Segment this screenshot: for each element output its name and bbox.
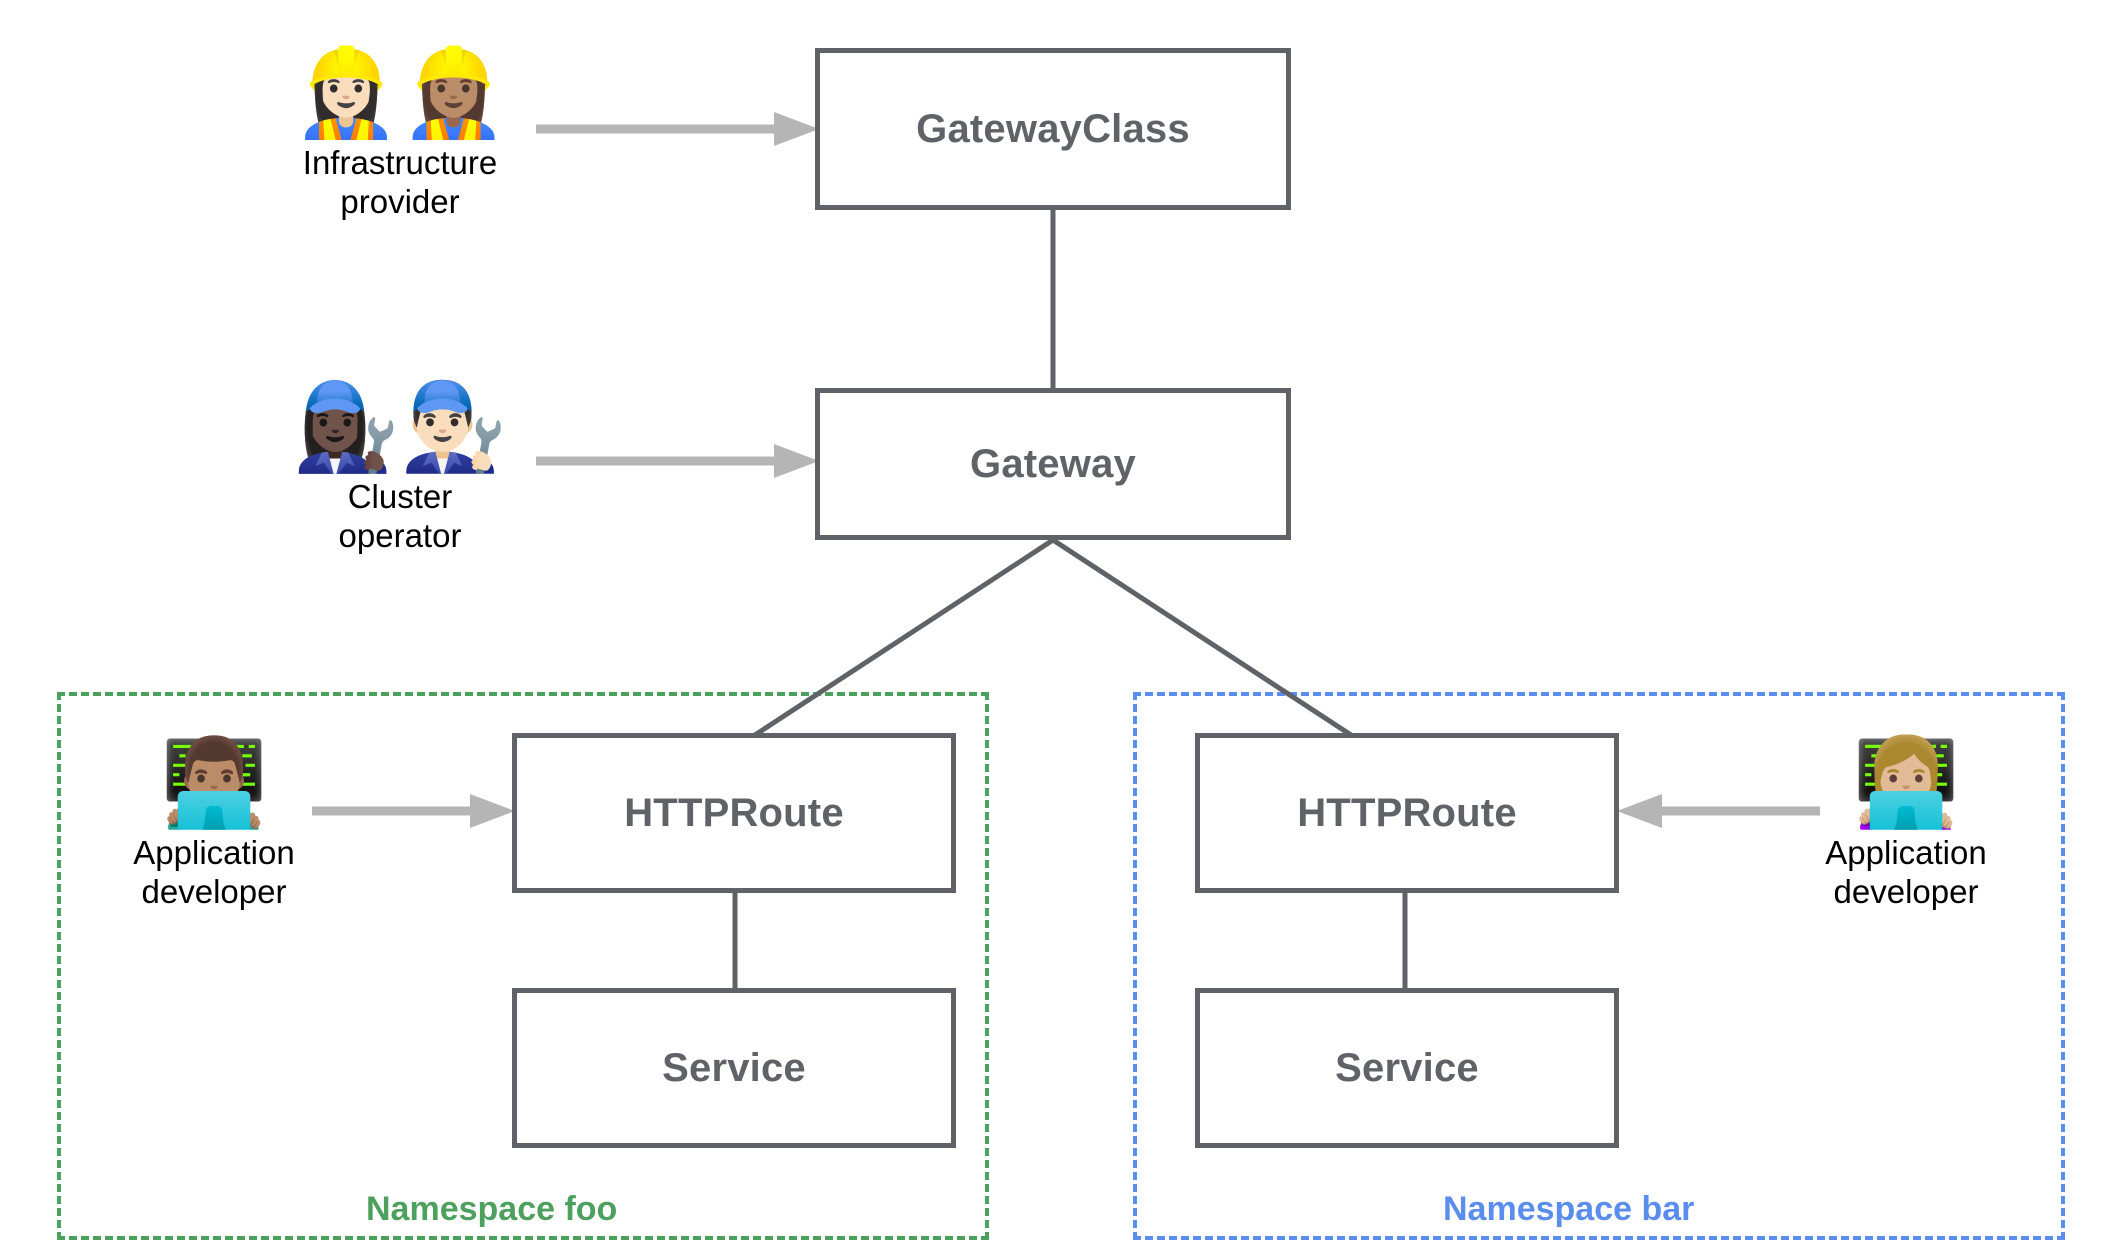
gateway-box[interactable]: Gateway	[815, 388, 1291, 540]
persona-infrastructure-provider-label: Infrastructure provider	[302, 144, 498, 221]
service-bar-label: Service	[1335, 1045, 1479, 1090]
gateway-label: Gateway	[970, 441, 1136, 486]
mechanic-icon: 👩🏿‍🔧👨🏻‍🔧	[292, 377, 508, 477]
arrow-cluster-operator-to-gateway	[536, 444, 819, 478]
persona-application-developer-bar: 👩🏼‍💻 Application developer	[1800, 738, 2012, 912]
arrow-infrastructure-to-gatewayclass	[536, 112, 819, 146]
namespace-bar-group	[1133, 692, 2065, 1240]
service-foo-box[interactable]: Service	[512, 988, 956, 1148]
namespace-bar-label: Namespace bar	[1443, 1190, 1695, 1228]
service-foo-label: Service	[662, 1045, 806, 1090]
gatewayclass-box[interactable]: GatewayClass	[815, 48, 1291, 210]
httproute-foo-label: HTTPRoute	[624, 790, 844, 835]
persona-application-developer-bar-label: Application developer	[1825, 834, 1987, 911]
namespace-foo-label: Namespace foo	[366, 1190, 618, 1228]
persona-application-developer-foo: 👨🏽‍💻 Application developer	[108, 738, 320, 912]
httproute-bar-label: HTTPRoute	[1297, 790, 1517, 835]
namespace-foo-group	[57, 692, 989, 1240]
persona-cluster-operator-label: Cluster operator	[338, 478, 462, 555]
gatewayclass-label: GatewayClass	[916, 106, 1190, 151]
persona-application-developer-foo-label: Application developer	[133, 834, 295, 911]
httproute-foo-box[interactable]: HTTPRoute	[512, 733, 956, 893]
construction-worker-icon: 👷🏻‍♀️👷🏽‍♀️	[292, 43, 508, 143]
httproute-bar-box[interactable]: HTTPRoute	[1195, 733, 1619, 893]
service-bar-box[interactable]: Service	[1195, 988, 1619, 1148]
persona-cluster-operator: 👩🏿‍🔧👨🏻‍🔧 Cluster operator	[250, 382, 550, 556]
technologist-icon: 👨🏽‍💻	[160, 733, 268, 833]
technologist-icon: 👩🏼‍💻	[1852, 733, 1960, 833]
persona-infrastructure-provider: 👷🏻‍♀️👷🏽‍♀️ Infrastructure provider	[250, 48, 550, 222]
